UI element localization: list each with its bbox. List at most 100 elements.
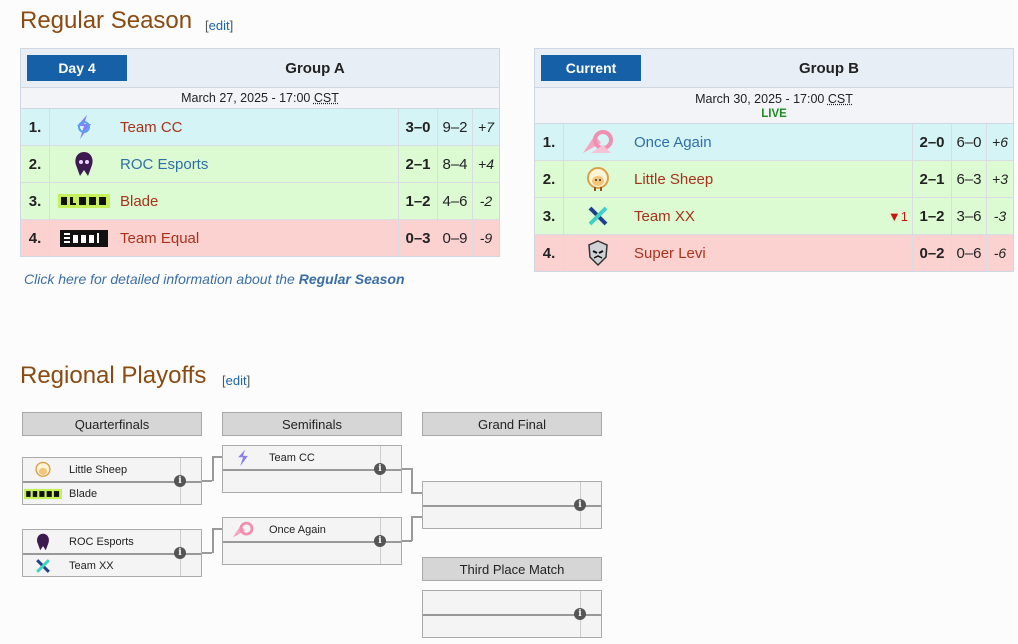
group-a-title: Group A	[285, 59, 345, 77]
group-b-badge[interactable]: Current	[541, 55, 641, 81]
match-record: 2–0	[913, 124, 952, 160]
quarterfinal-match-2[interactable]: ROC Esports Team XX i	[22, 529, 202, 577]
regular-season-edit-link[interactable]: edit	[208, 18, 230, 33]
bracket-slot[interactable]: ROC Esports	[23, 530, 179, 553]
semifinal-match-1[interactable]: Team CC i	[222, 445, 402, 493]
team-name: Team CC	[269, 451, 315, 464]
bracket-connector	[202, 552, 212, 554]
match-info-icon[interactable]: i	[174, 547, 186, 559]
group-a-table: Day 4 Group A March 27, 2025 - 17:00 CST…	[20, 48, 500, 257]
round-header-semifinals: Semifinals	[222, 412, 402, 436]
table-row: 4. Team Equal 0–3 0–9 -9	[21, 220, 499, 256]
team-name: ROC Esports	[69, 535, 134, 548]
bracket-slot-empty[interactable]	[423, 615, 579, 638]
group-b-header: Current Group B	[535, 49, 1013, 88]
team-cc-logo	[223, 449, 263, 467]
rank: 4.	[535, 235, 564, 271]
table-row: 2. ROC Esports 2–1 8–4 +4	[21, 146, 499, 183]
game-diff: -6	[993, 245, 1007, 261]
rank-change-down: ▼1	[887, 208, 908, 224]
group-a-badge[interactable]: Day 4	[27, 55, 127, 81]
team-name[interactable]: Little Sheep	[634, 170, 714, 188]
team-equal-logo[interactable]	[50, 220, 118, 256]
bracket-slot-empty[interactable]	[423, 506, 579, 529]
match-record: 2–1	[913, 161, 952, 197]
bracket-connector	[411, 516, 422, 518]
team-name: Little Sheep	[69, 463, 128, 476]
bracket-connector	[411, 468, 413, 493]
game-record: 0–9	[438, 220, 473, 256]
rank: 4.	[21, 220, 50, 256]
team-name: Once Again	[269, 523, 326, 536]
rank: 3.	[21, 183, 50, 219]
bracket-connector	[402, 540, 412, 542]
bracket-slot[interactable]: Once Again	[223, 518, 379, 541]
match-info-icon[interactable]: i	[574, 499, 586, 511]
game-diff: -2	[479, 193, 493, 209]
match-info-icon[interactable]: i	[174, 475, 186, 487]
match-info-icon[interactable]: i	[374, 535, 386, 547]
game-record: 4–6	[438, 183, 473, 219]
match-info-icon[interactable]: i	[374, 463, 386, 475]
group-a-date: March 27, 2025 - 17:00 CST	[21, 88, 499, 109]
group-a-timezone: CST	[313, 91, 339, 105]
match-record: 3–0	[399, 109, 438, 145]
bracket-connector	[411, 492, 422, 494]
team-name[interactable]: Team Equal	[120, 229, 200, 247]
game-diff: +4	[478, 156, 494, 172]
little-sheep-logo[interactable]	[564, 161, 632, 197]
group-b-table: Current Group B March 30, 2025 - 17:00 C…	[534, 48, 1014, 272]
bracket-slot[interactable]: Little Sheep	[23, 458, 179, 481]
team-xx-logo[interactable]	[564, 198, 632, 234]
team-name[interactable]: Super Levi	[634, 244, 706, 262]
match-record: 1–2	[913, 198, 952, 234]
match-info-icon[interactable]: i	[574, 608, 586, 620]
bracket-slot[interactable]: Team XX	[23, 554, 179, 577]
team-name[interactable]: Blade	[120, 192, 159, 210]
third-place-match[interactable]: i	[422, 590, 602, 638]
live-badge: LIVE	[761, 108, 787, 120]
table-row: 3. Team XX▼1 1–2 3–6 -3	[535, 198, 1013, 235]
team-name[interactable]: Once Again	[634, 133, 712, 151]
rank: 1.	[21, 109, 50, 145]
match-record: 0–3	[399, 220, 438, 256]
quarterfinal-match-1[interactable]: Little Sheep Blade i	[22, 457, 202, 505]
team-name[interactable]: Team CC	[120, 118, 183, 136]
team-name[interactable]: Team XX	[634, 207, 695, 225]
table-row: 2. Little Sheep 2–1 6–3 +3	[535, 161, 1013, 198]
team-xx-logo	[23, 558, 63, 574]
once-again-logo[interactable]	[564, 124, 632, 160]
team-name: Team XX	[69, 559, 114, 572]
match-record: 0–2	[913, 235, 952, 271]
bracket-slot[interactable]: Team CC	[223, 446, 379, 469]
game-record: 6–3	[952, 161, 987, 197]
rank: 2.	[21, 146, 50, 182]
bracket-slot-empty[interactable]	[223, 542, 379, 565]
bracket-slot[interactable]: Blade	[23, 482, 179, 505]
game-record: 3–6	[952, 198, 987, 234]
group-b-title: Group B	[799, 59, 859, 77]
semifinal-match-2[interactable]: Once Again i	[222, 517, 402, 565]
regular-season-detail-link[interactable]: Click here for detailed information abou…	[24, 271, 405, 287]
bracket-connector	[402, 468, 412, 470]
team-name[interactable]: ROC Esports	[120, 155, 209, 173]
roc-esports-logo	[23, 532, 63, 552]
team-cc-logo[interactable]	[50, 109, 118, 145]
once-again-logo	[223, 521, 263, 539]
grand-final-match[interactable]: i	[422, 481, 602, 529]
game-diff: -3	[993, 208, 1007, 224]
roc-esports-logo[interactable]	[50, 146, 118, 182]
round-header-quarterfinals: Quarterfinals	[22, 412, 202, 436]
group-a-header: Day 4 Group A	[21, 49, 499, 88]
bracket-connector	[212, 528, 222, 530]
regional-playoffs-edit-link[interactable]: edit	[225, 373, 247, 388]
round-header-third-place: Third Place Match	[422, 557, 602, 581]
blade-logo[interactable]	[50, 183, 118, 219]
bracket-slot-empty[interactable]	[223, 470, 379, 493]
group-b-date: March 30, 2025 - 17:00 CST LIVE	[535, 88, 1013, 124]
bracket-slot-empty[interactable]	[423, 591, 579, 614]
regional-playoffs-edit: [edit]	[222, 373, 251, 388]
bracket-slot-empty[interactable]	[423, 482, 579, 505]
game-record: 8–4	[438, 146, 473, 182]
super-levi-logo[interactable]	[564, 235, 632, 271]
